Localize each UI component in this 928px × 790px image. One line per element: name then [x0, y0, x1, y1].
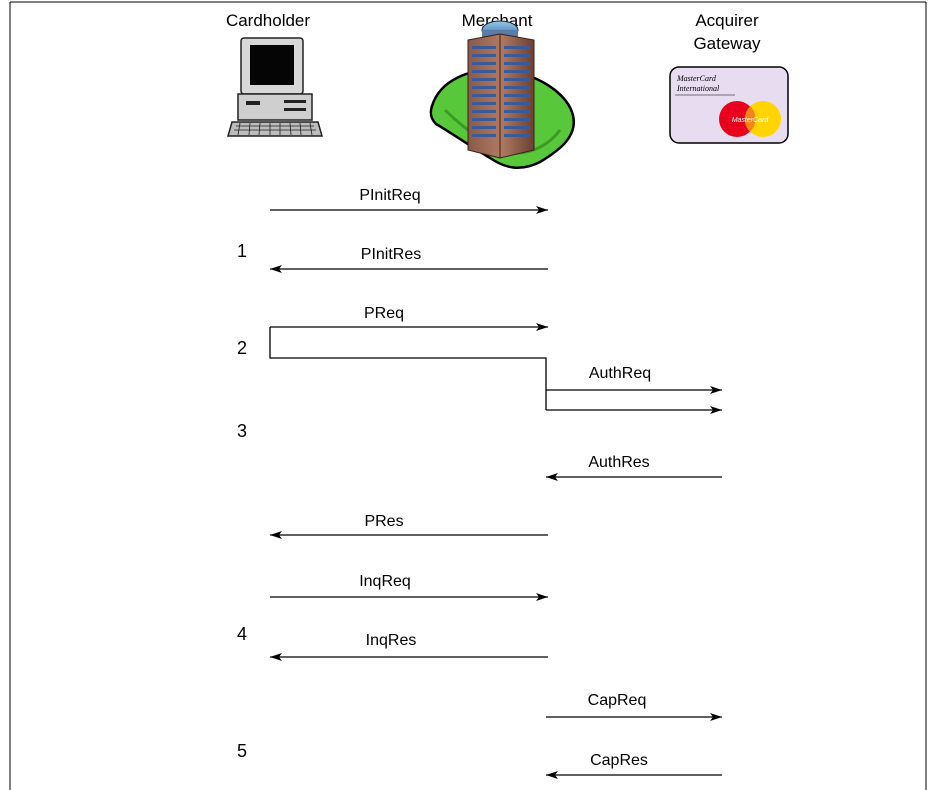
msg-pres-label: PRes [364, 513, 403, 530]
msg-preq-label: PReq [364, 305, 404, 322]
step-4-label: 4 [237, 624, 247, 644]
card-red-circle [719, 101, 755, 137]
desktop-computer-icon [227, 37, 323, 137]
step-1-label: 1 [237, 241, 247, 261]
participant-acquirer-label-line1: Acquirer [695, 11, 759, 30]
preq-connector [269, 327, 547, 410]
card-yellow-circle [745, 101, 781, 137]
step-2-label: 2 [237, 338, 247, 358]
msg-authres-label: AuthRes [588, 454, 649, 471]
office-building-icon [429, 20, 575, 170]
msg-inqreq-label: InqReq [359, 573, 411, 590]
msg-authreq-label: AuthReq [589, 365, 651, 382]
msg-capres-label: CapRes [590, 752, 648, 769]
msg-pinitreq-label: PInitReq [359, 187, 420, 204]
card-line1: MasterCard [676, 74, 717, 83]
participant-acquirer-label-line2: Gateway [693, 34, 761, 53]
mastercard-card-icon: MasterCard International MasterCard [669, 66, 789, 144]
step-3-label: 3 [237, 421, 247, 441]
step-5-label: 5 [237, 741, 247, 761]
participant-cardholder-label: Cardholder [226, 11, 310, 30]
card-line2: International [676, 84, 720, 93]
msg-pinitres-label: PInitRes [361, 246, 421, 263]
msg-capreq-label: CapReq [588, 692, 647, 709]
msg-inqres-label: InqRes [366, 632, 417, 649]
card-logo: MasterCard [732, 117, 770, 124]
